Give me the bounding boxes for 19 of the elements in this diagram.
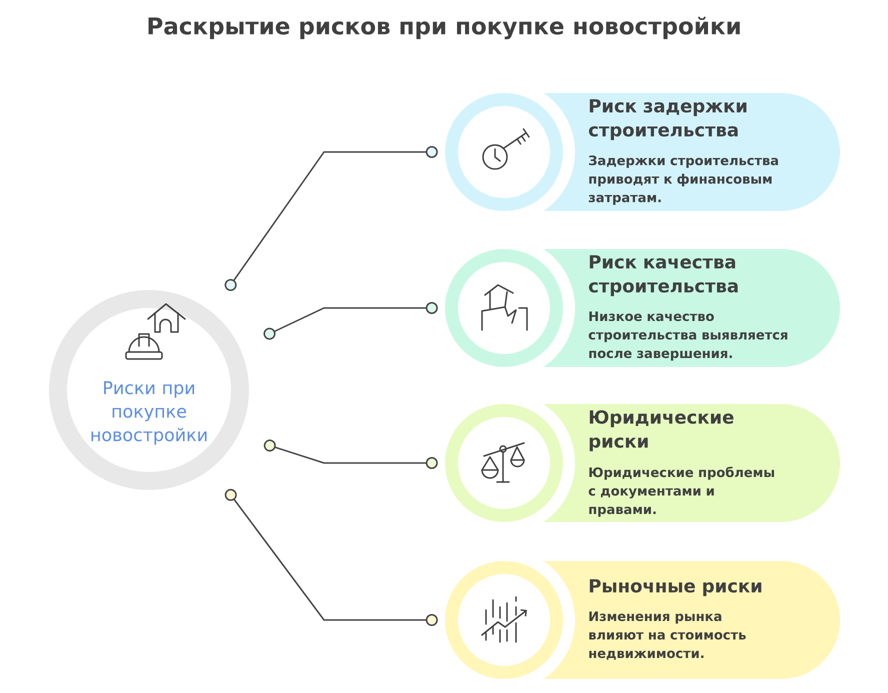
title: Раскрытие рисков при покупке новостройки: [148, 16, 740, 40]
connector: [264, 302, 438, 340]
card-heading: Юридические риски: [590, 410, 734, 452]
connector: [224, 488, 438, 626]
card-text: Изменения рынка влияют на стоимость недвижимости.: [589, 611, 746, 660]
card-heading: Риск качества строительства: [588, 255, 738, 296]
circle-label: Риски при покупке новостройки: [92, 381, 206, 445]
risk-card: [445, 93, 840, 211]
risk-card: [445, 404, 840, 522]
ring-circle: [49, 290, 249, 490]
connector: [264, 440, 438, 469]
connector: [224, 146, 438, 291]
card-heading: Риск задержки строительства: [588, 99, 746, 140]
card-text: Юридические проблемы с документами и правами.: [588, 466, 774, 517]
risk-card: [445, 561, 840, 679]
card-text: Низкое качество строительства выявляется после завершения.: [588, 311, 788, 361]
card-text: Задержки строительства приводят к финансовым затратам.: [588, 155, 778, 205]
card-heading: Рыночные риски: [590, 579, 762, 596]
risk-card: [445, 249, 840, 367]
